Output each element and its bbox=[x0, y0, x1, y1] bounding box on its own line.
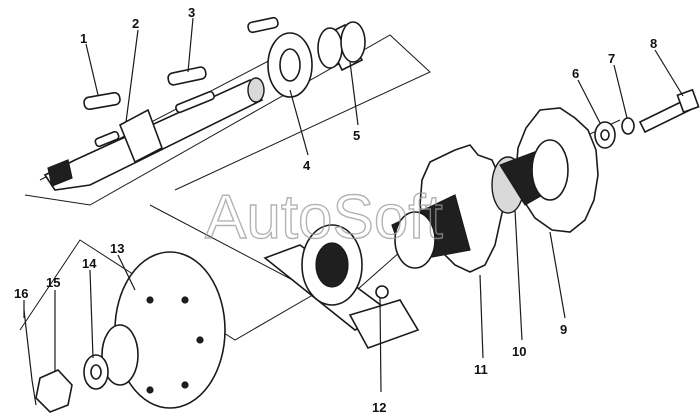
callout-10: 10 bbox=[512, 344, 526, 359]
callout-14: 14 bbox=[82, 256, 97, 271]
callout-labels: 1 2 3 4 5 6 7 8 9 10 11 12 13 14 15 16 bbox=[14, 5, 657, 415]
callout-8: 8 bbox=[650, 36, 657, 51]
callout-13: 13 bbox=[110, 241, 124, 256]
callout-11: 11 bbox=[474, 362, 488, 377]
callout-12: 12 bbox=[372, 400, 386, 415]
callout-4: 4 bbox=[303, 158, 311, 173]
watermark-text: AutoSoft bbox=[205, 183, 443, 252]
bolt-part-8 bbox=[638, 88, 700, 134]
sprocket-part-11 bbox=[391, 144, 506, 273]
bearing-housing-part-12 bbox=[263, 224, 420, 349]
key-part-3 bbox=[167, 16, 279, 86]
callout-6: 6 bbox=[572, 66, 579, 81]
castle-nut-part-15 bbox=[35, 369, 73, 413]
lock-washer-part-7 bbox=[621, 117, 635, 135]
callout-1: 1 bbox=[80, 31, 87, 46]
callout-2: 2 bbox=[132, 16, 139, 31]
callout-3: 3 bbox=[188, 5, 195, 20]
callout-5: 5 bbox=[353, 128, 360, 143]
washer-part-14 bbox=[83, 354, 109, 390]
shaft-part-2 bbox=[43, 77, 265, 191]
washer-part-6 bbox=[594, 121, 616, 149]
callout-16: 16 bbox=[14, 286, 28, 301]
bushing-part-5 bbox=[317, 21, 366, 72]
key-part-1 bbox=[83, 91, 121, 111]
hub-part-13 bbox=[101, 251, 226, 409]
sprocket-part-9 bbox=[499, 107, 599, 233]
callout-15: 15 bbox=[46, 275, 60, 290]
cotter-pin-part-16 bbox=[23, 309, 37, 406]
callout-9: 9 bbox=[560, 322, 567, 337]
callout-7: 7 bbox=[608, 51, 615, 66]
leader-lines bbox=[23, 17, 684, 393]
spacer-ring-part-4 bbox=[267, 32, 313, 98]
